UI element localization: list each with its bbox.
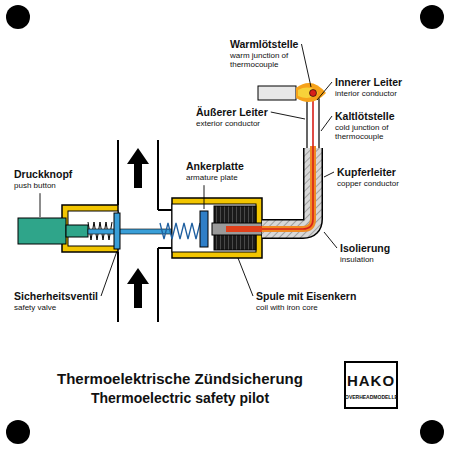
leader-line — [324, 172, 334, 177]
warm-junction — [310, 90, 317, 97]
part-name-en: push button — [14, 181, 56, 190]
core-wire — [226, 226, 262, 232]
leader-line — [321, 116, 332, 131]
title: Thermoelektrische Zündsicherung — [20, 370, 340, 387]
part-name: Sicherheitsventil — [14, 290, 98, 302]
corner-dot — [6, 5, 30, 29]
leader-line — [271, 112, 305, 119]
pilot-burner — [258, 86, 296, 100]
logo-text: HAKO — [345, 372, 397, 389]
corner-dot — [420, 420, 444, 444]
corner-dot — [420, 5, 444, 29]
caption: Thermoelectric safety pilot — [20, 390, 340, 406]
push-button — [18, 218, 66, 244]
inner-conductor — [262, 92, 313, 229]
part-name: Kupferleiter — [337, 166, 396, 178]
flow-arrow — [127, 148, 149, 308]
part-name-en: interior conductor — [335, 89, 397, 98]
insulation — [262, 148, 313, 229]
part-name: Spule mit Eisenkern — [256, 290, 356, 302]
part-name-en: insulation — [340, 255, 374, 264]
part-name: Ankerplatte — [186, 160, 244, 172]
safety-valve — [114, 213, 120, 249]
part-name-en: warm junction of thermocouple — [230, 51, 302, 69]
leader-line — [317, 82, 332, 100]
part-name: Kaltlötstelle — [335, 110, 395, 122]
exterior-conductor — [307, 98, 319, 148]
part-name: Warmlötstelle — [230, 38, 298, 50]
part-name-en: coil with iron core — [256, 303, 318, 312]
armature-plate — [200, 211, 208, 247]
iron-core — [212, 223, 262, 235]
valve-housing — [62, 205, 118, 252]
leader-line — [301, 44, 311, 87]
leader-line — [40, 193, 41, 217]
copper-conductor — [262, 146, 313, 229]
part-name-en: armature plate — [186, 173, 238, 182]
part-name-en: cold junction of thermocouple — [335, 123, 407, 141]
logo-subtext: OVERHEADMODELLE — [345, 395, 397, 401]
part-name-en: safety valve — [14, 303, 56, 312]
corner-dot — [6, 420, 30, 444]
leader-line — [324, 232, 337, 248]
pilot-flame-core — [298, 88, 318, 98]
part-name-en: copper conductor — [337, 179, 399, 188]
insulation-outline — [262, 148, 313, 229]
logo-frame — [345, 362, 397, 408]
part-name: Innerer Leiter — [335, 76, 402, 88]
push-button-stem — [66, 225, 88, 237]
part-name: Druckknopf — [14, 168, 72, 180]
part-name-en: exterior conductor — [196, 119, 260, 128]
leader-line — [238, 258, 253, 296]
spring — [160, 223, 200, 239]
leader-line — [101, 251, 117, 296]
part-name: Isolierung — [340, 242, 390, 254]
leader-line — [204, 185, 205, 209]
part-name: Äußerer Leiter — [196, 106, 268, 118]
